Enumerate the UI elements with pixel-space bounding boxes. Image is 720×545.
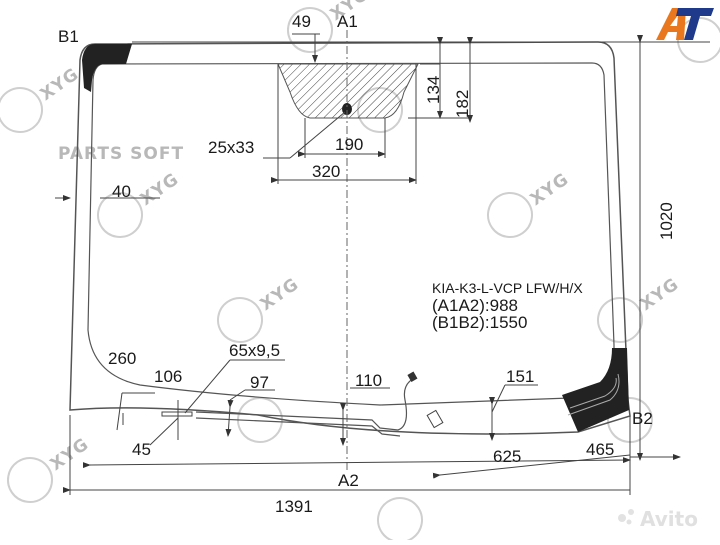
xyg-watermark-icon <box>677 17 720 63</box>
point-labels: B1 A1 A2 B2 <box>58 12 653 490</box>
svg-text:XYG: XYG <box>37 64 83 105</box>
glass-inner-edge-left <box>87 63 571 406</box>
product-code: KIA-K3-L-VCP LFW/H/X <box>432 280 583 296</box>
xyg-watermark-icon <box>237 397 283 443</box>
xyg-watermark-icon <box>377 497 423 543</box>
dim-heater-offset: 45 <box>132 440 151 459</box>
svg-text:Avito: Avito <box>640 507 698 531</box>
glass-inner-edge <box>101 62 615 402</box>
dim-heater-band-left: 106 <box>154 367 182 386</box>
svg-text:XYG: XYG <box>527 169 573 210</box>
svg-text:XYG: XYG <box>257 274 303 315</box>
xyg-watermark-icon: XYG <box>597 274 683 343</box>
dim-sensor-height-inner: 134 <box>424 76 443 104</box>
product-note: KIA-K3-L-VCP LFW/H/X (A1A2):988 (B1B2):1… <box>432 280 583 332</box>
glass-outer-edge <box>69 41 631 435</box>
at-logo-icon <box>656 8 714 40</box>
xyg-watermark-icon: XYG <box>7 434 93 503</box>
dim-corner-radius: 260 <box>108 349 136 368</box>
connector-icon <box>407 371 418 382</box>
product-b1b2: (B1B2):1550 <box>432 313 527 332</box>
product-a1a2: (A1A2):988 <box>432 296 518 315</box>
xyg-watermark-icon: XYG <box>97 169 183 238</box>
xyg-watermark-icon: XYG <box>487 169 573 238</box>
point-a2: A2 <box>338 471 359 490</box>
xyg-watermark-icon: XYG <box>217 274 303 343</box>
dim-total-width: 1391 <box>275 497 313 516</box>
dim-side-band: 40 <box>112 182 131 201</box>
point-b2: B2 <box>632 409 653 428</box>
point-a1: A1 <box>337 12 358 31</box>
svg-text:XYG: XYG <box>137 169 183 210</box>
dim-sensor-spot: 25x33 <box>208 138 254 157</box>
dim-heater-element: 65x9,5 <box>229 341 280 360</box>
dimension-labels: 49 134 182 25x33 190 320 40 1020 260 106… <box>108 12 676 516</box>
dim-right-offset-625: 625 <box>493 447 521 466</box>
dim-top-offset: 49 <box>292 12 311 31</box>
connector-plate-icon <box>426 409 444 429</box>
dim-sensor-height-outer: 182 <box>453 90 472 118</box>
svg-text:XYG: XYG <box>637 274 683 315</box>
dim-heater-band-center: 110 <box>355 371 382 390</box>
dim-total-height: 1020 <box>657 202 676 240</box>
heating-element <box>195 377 415 431</box>
ceramic-corner-b1 <box>82 44 132 92</box>
dim-heater-band-right: 151 <box>506 367 534 386</box>
dim-sensor-width-inner: 190 <box>335 135 363 154</box>
avito-watermark: Avito <box>618 507 698 531</box>
xyg-watermark-icon: XYG <box>0 64 83 133</box>
dim-heater-band-mid: 97 <box>250 373 269 392</box>
point-b1: B1 <box>58 27 79 46</box>
dim-right-offset-465: 465 <box>586 440 614 459</box>
parts-soft-watermark: PARTS SOFT <box>58 144 184 164</box>
dim-sensor-width-outer: 320 <box>312 162 340 181</box>
